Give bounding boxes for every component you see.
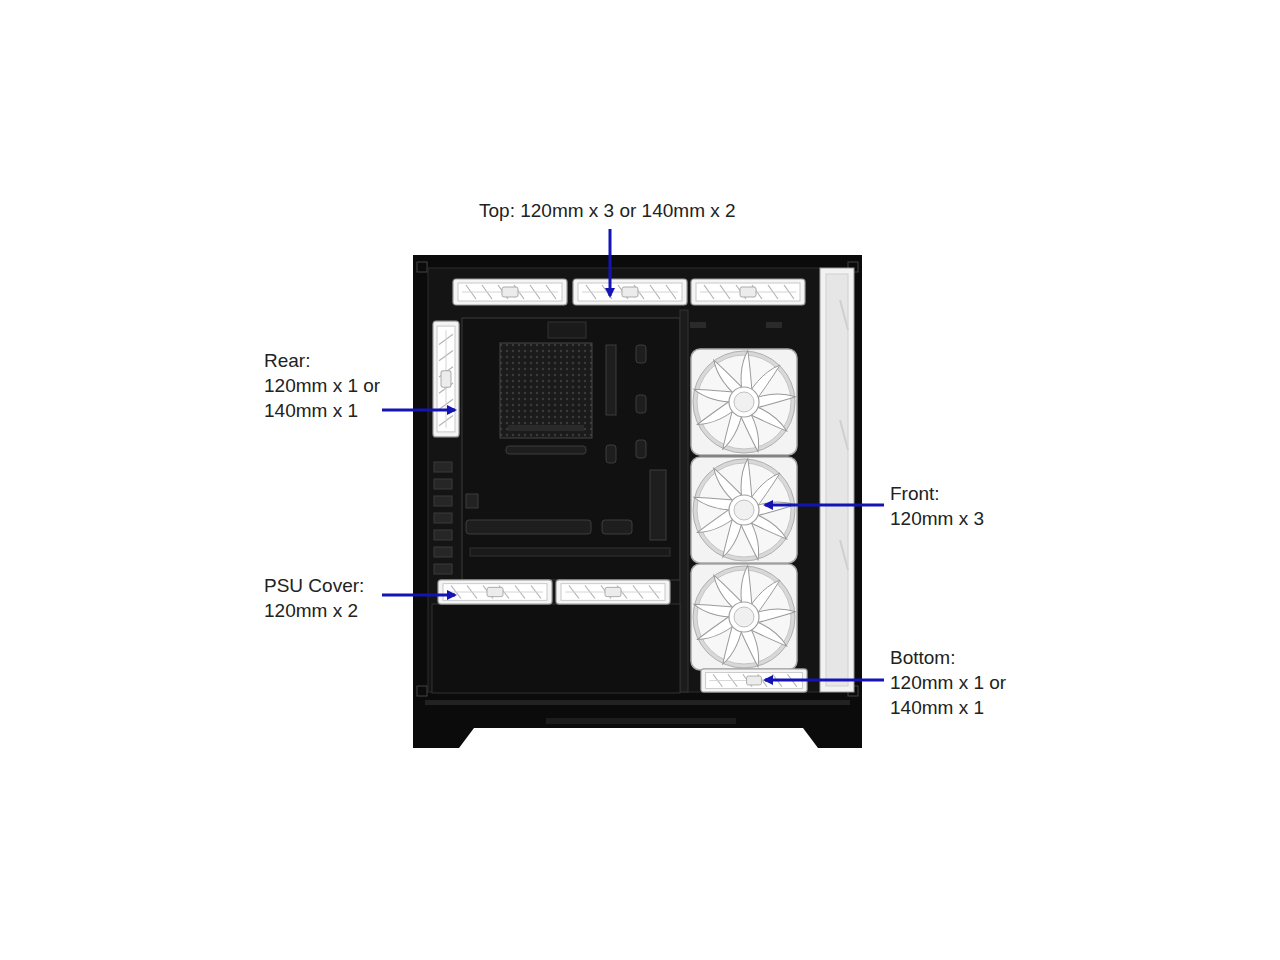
top-fans	[453, 279, 805, 305]
psu-shroud	[432, 604, 680, 693]
callout-label: 120mm x 1 or	[890, 670, 1006, 695]
callout-label: Bottom:	[890, 645, 955, 670]
grommet	[690, 322, 706, 328]
callout-label: Top: 120mm x 3 or 140mm x 2	[479, 198, 736, 223]
callout-label: 120mm x 1 or	[264, 373, 380, 398]
psu-cover-fans	[438, 580, 670, 604]
case-body	[413, 255, 862, 748]
front-glass	[820, 268, 854, 692]
callout-label: 120mm x 2	[264, 598, 358, 623]
callout-label: PSU Cover:	[264, 573, 364, 598]
front-fans	[691, 349, 797, 670]
leader-arrows	[382, 229, 884, 680]
callout-label: 120mm x 3	[890, 506, 984, 531]
divider-panel	[680, 310, 688, 692]
motherboard-tray	[462, 318, 680, 580]
callout-label: Rear:	[264, 348, 310, 373]
grommet	[766, 322, 782, 328]
callout-label: Front:	[890, 481, 940, 506]
callout-label: 140mm x 1	[890, 695, 984, 720]
callout-label: 140mm x 1	[264, 398, 358, 423]
rear-fan	[433, 321, 459, 437]
pci-slots	[434, 462, 452, 574]
case-interior	[428, 268, 820, 692]
